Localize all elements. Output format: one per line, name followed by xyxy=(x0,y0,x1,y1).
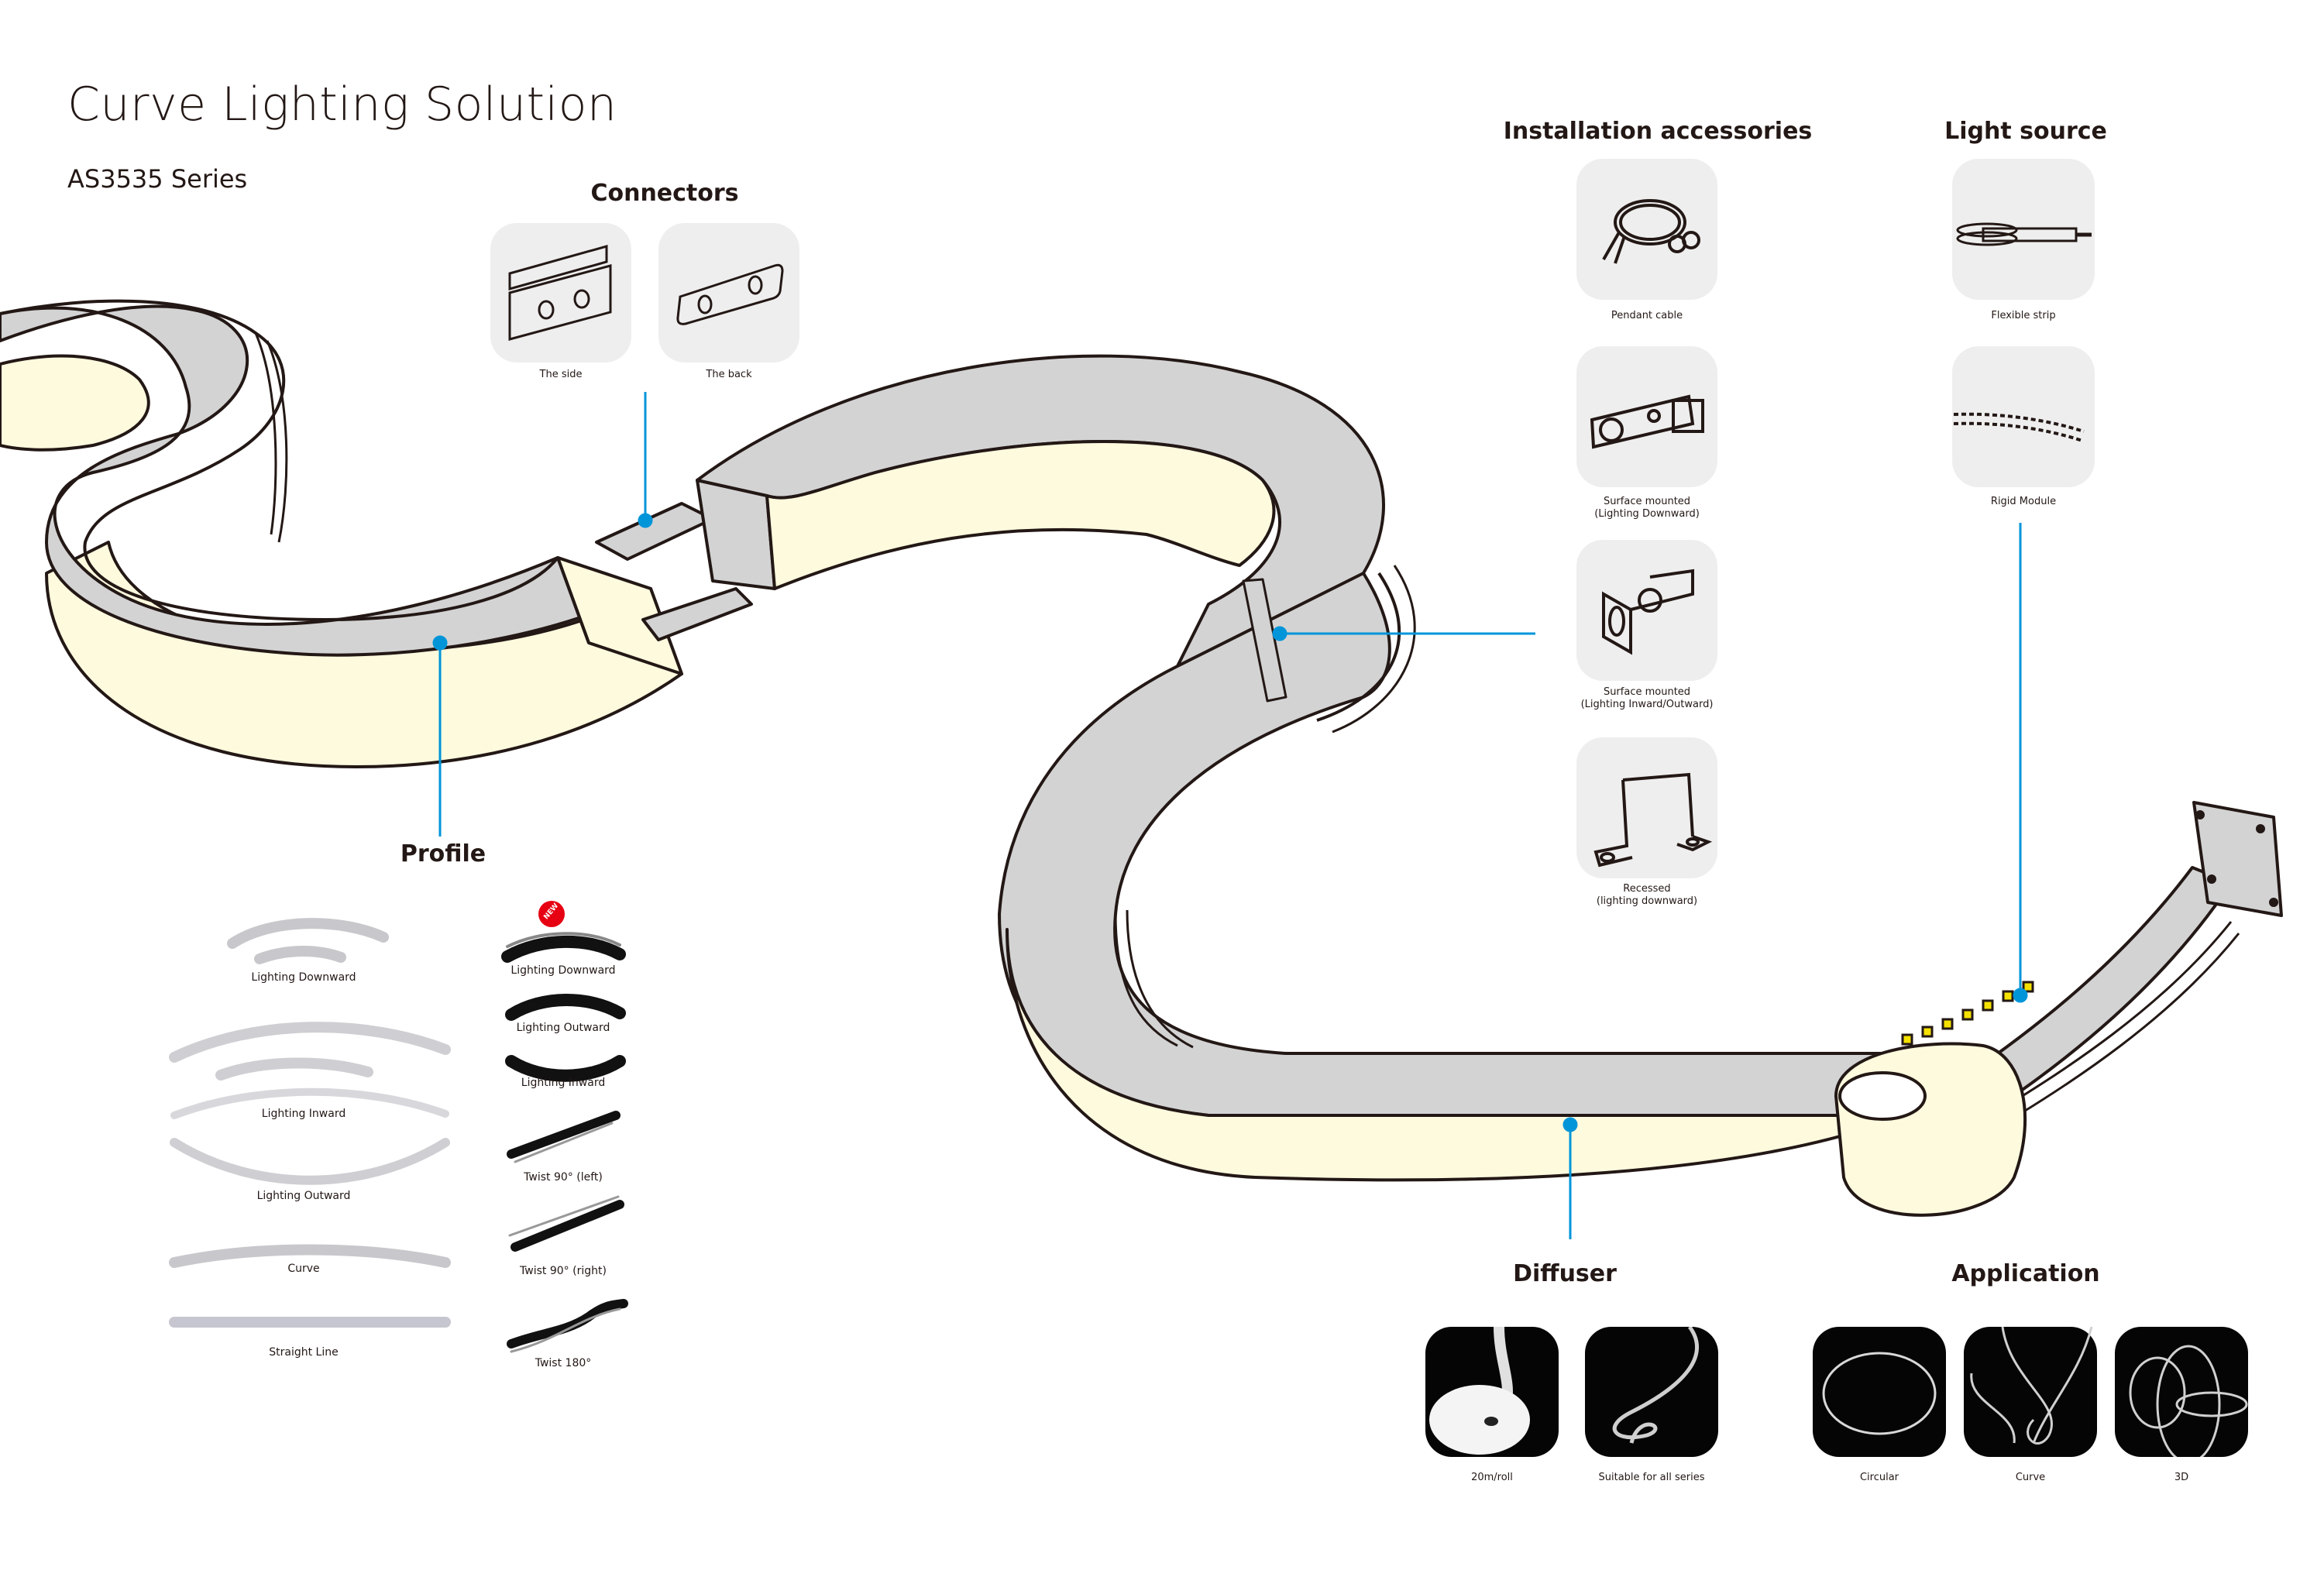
surface-clip-icon xyxy=(1590,394,1704,449)
page-title: Curve Lighting Solution xyxy=(67,77,617,132)
pendant-cable-tile[interactable] xyxy=(1576,159,1717,300)
3d-rings-icon xyxy=(2129,1345,2248,1457)
installation-heading: Installation accessories xyxy=(1503,118,1813,145)
profile-left-label-2: Lighting Outward xyxy=(256,1190,351,1202)
recessed-label: Recessed(lighting downward) xyxy=(1596,883,1698,907)
profile-left-label-4: Straight Line xyxy=(269,1346,339,1359)
profile-left-label-1: Lighting Inward xyxy=(261,1108,346,1120)
profile-right-label-3: Twist 90° (left) xyxy=(524,1171,603,1184)
connector-side-piece xyxy=(595,502,714,561)
rigid-module-label: Rigid Module xyxy=(1990,496,2057,507)
rigid-module-tile[interactable] xyxy=(1952,346,2095,487)
left-loop-diffuser xyxy=(0,354,150,452)
application-heading: Application xyxy=(1951,1260,2100,1287)
profile-left-label-0: Lighting Downward xyxy=(251,971,356,984)
diffuser-ribbon-tile[interactable] xyxy=(1585,1327,1718,1457)
flexible-strip-icon xyxy=(1956,222,2092,246)
rigid-module-icon xyxy=(1953,412,2085,442)
side-connector-icon xyxy=(508,245,612,341)
profile-left-label-3: Curve xyxy=(287,1263,320,1275)
pendant-cable-icon xyxy=(1602,199,1700,264)
diffuser-ribbon-icon xyxy=(1612,1327,1700,1444)
leader-lines xyxy=(432,392,2028,1239)
end-cap-plate xyxy=(2192,801,2283,917)
application-circular-tile[interactable] xyxy=(1813,1327,1946,1457)
diffuser-roll-label: 20m/roll xyxy=(1471,1472,1513,1483)
flexible-strip-tile[interactable] xyxy=(1952,159,2095,300)
profile-right-label-1: Lighting Outward xyxy=(516,1022,610,1034)
curve-ribbon-icon xyxy=(1970,1327,2093,1445)
application-curve-tile[interactable] xyxy=(1964,1327,2097,1457)
rolled-diffuser xyxy=(1834,1042,2027,1217)
connector-side-tile[interactable] xyxy=(490,223,631,362)
diffuser-roll-icon xyxy=(1429,1327,1530,1455)
left-profile-top xyxy=(0,304,652,657)
profile-right-label-2: Lighting Inward xyxy=(521,1077,606,1089)
pendant-cable-label: Pendant cable xyxy=(1611,310,1683,321)
profile-right-label-5: Twist 180° xyxy=(535,1357,592,1369)
middle-upper-arc-diffuser xyxy=(765,440,1276,590)
bracket-icon xyxy=(1602,569,1694,655)
rolled-diffuser-hole xyxy=(1838,1071,1927,1121)
light-source-heading: Light source xyxy=(1944,118,2107,145)
led-chips xyxy=(1901,981,2034,1046)
application-3d-tile[interactable] xyxy=(2115,1327,2248,1457)
surface-mounted-inout-label: Surface mounted(Lighting Inward/Outward) xyxy=(1580,686,1714,710)
recessed-bracket-icon xyxy=(1593,772,1713,868)
application-3d-label: 3D xyxy=(2174,1472,2189,1483)
flexible-strip-label: Flexible strip xyxy=(1991,310,2056,321)
profile-right-label-4: Twist 90° (right) xyxy=(520,1265,607,1277)
diffuser-heading: Diffuser xyxy=(1513,1260,1617,1287)
connector-side-label: The side xyxy=(539,369,583,380)
application-curve-label: Curve xyxy=(2015,1472,2046,1483)
diffuser-roll-tile[interactable] xyxy=(1425,1327,1559,1457)
connectors-heading: Connectors xyxy=(590,180,739,207)
middle-profile-end xyxy=(696,479,776,590)
profile-heading: Profile xyxy=(400,840,486,868)
back-connector-icon xyxy=(676,263,784,325)
recessed-tile[interactable] xyxy=(1576,737,1717,878)
surface-mounted-down-label: Surface mounted(Lighting Downward) xyxy=(1594,496,1700,520)
surface-mounted-inout-tile[interactable] xyxy=(1576,540,1717,681)
surface-mounted-down-tile[interactable] xyxy=(1576,346,1717,487)
mounting-clip xyxy=(1242,578,1287,703)
series-label: AS3535 Series xyxy=(67,164,248,194)
connector-back-label: The back xyxy=(706,369,752,380)
connector-back-piece xyxy=(641,587,753,641)
application-circular-label: Circular xyxy=(1859,1472,1899,1483)
connector-back-tile[interactable] xyxy=(658,223,799,362)
left-profile-top-outer xyxy=(0,299,559,621)
middle-descending-top xyxy=(998,572,1915,1117)
circular-ring-icon xyxy=(1822,1352,1937,1435)
diffuser-ribbon-label: Suitable for all series xyxy=(1598,1472,1705,1483)
profile-right-label-0: Lighting Downward xyxy=(511,964,616,977)
